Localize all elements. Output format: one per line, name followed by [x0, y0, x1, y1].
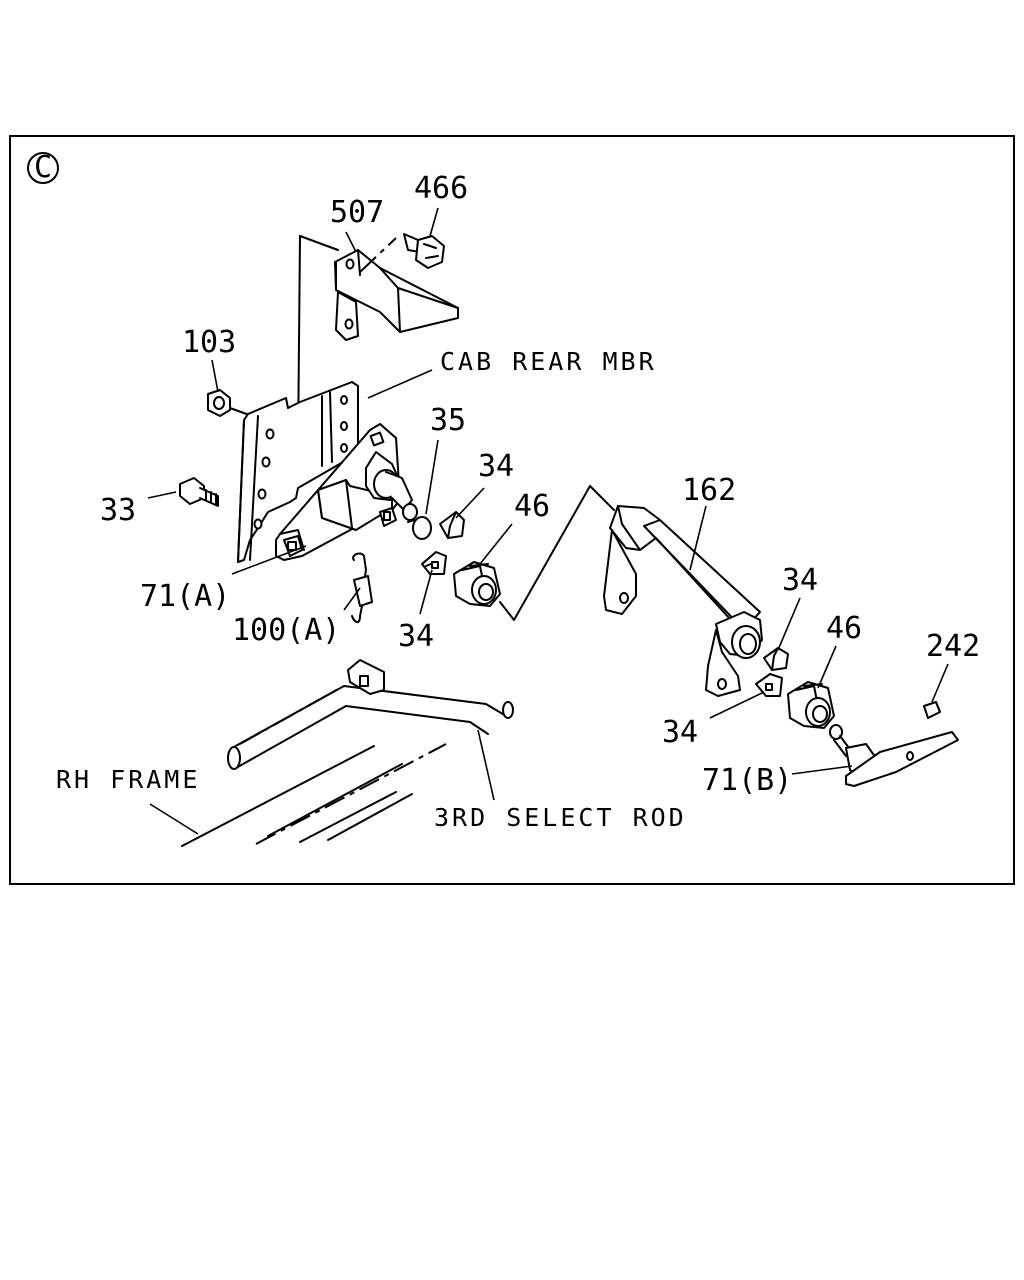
cab-rear-member-plate — [237, 381, 359, 563]
clip-34-lower-left — [421, 551, 447, 575]
callout-103: 103 — [182, 325, 236, 360]
bracket-71a — [275, 423, 418, 561]
pin-100a — [351, 552, 373, 623]
callout-162: 162 — [682, 473, 736, 508]
nut-242 — [923, 701, 941, 719]
callout-71b: 71(B) — [702, 763, 792, 798]
callout-34-lower-right: 34 — [662, 715, 698, 750]
callout-34-upper-left: 34 — [478, 449, 514, 484]
bracket-507 — [334, 249, 459, 341]
shaft-162 — [603, 505, 763, 697]
callout-100a: 100(A) — [232, 613, 340, 648]
callout-46-right: 46 — [826, 611, 862, 646]
third-select-rod — [227, 659, 514, 770]
clip-34-upper-left — [439, 511, 465, 539]
callout-466: 466 — [414, 171, 468, 206]
label-rh-frame: RH FRAME — [56, 765, 200, 794]
clip-34-lower-right — [755, 673, 783, 697]
callout-34-upper-right: 34 — [782, 563, 818, 598]
bolt-33 — [179, 477, 219, 507]
bracket-71b — [829, 724, 959, 787]
callout-35: 35 — [430, 403, 466, 438]
callout-34-lower-left: 34 — [398, 619, 434, 654]
callout-242: 242 — [926, 629, 980, 664]
nut-103 — [207, 389, 231, 417]
bolt-466 — [403, 233, 445, 269]
section-mark: C — [27, 150, 59, 185]
section-mark-letter: C — [34, 150, 52, 185]
callout-46-left: 46 — [514, 489, 550, 524]
diagram-border — [9, 135, 1015, 885]
callout-33: 33 — [100, 493, 136, 528]
callout-507: 507 — [330, 195, 384, 230]
bushing-46-left — [453, 561, 501, 607]
callout-71a: 71(A) — [140, 579, 230, 614]
leader-lines — [147, 207, 949, 835]
rh-frame — [181, 743, 447, 847]
bushing-46-right — [787, 681, 835, 729]
label-third-select-rod: 3RD SELECT ROD — [434, 803, 687, 832]
label-cab-rear-mbr: CAB REAR MBR — [440, 347, 657, 376]
snap-ring-35 — [407, 516, 432, 540]
clip-34-upper-right — [763, 647, 789, 671]
